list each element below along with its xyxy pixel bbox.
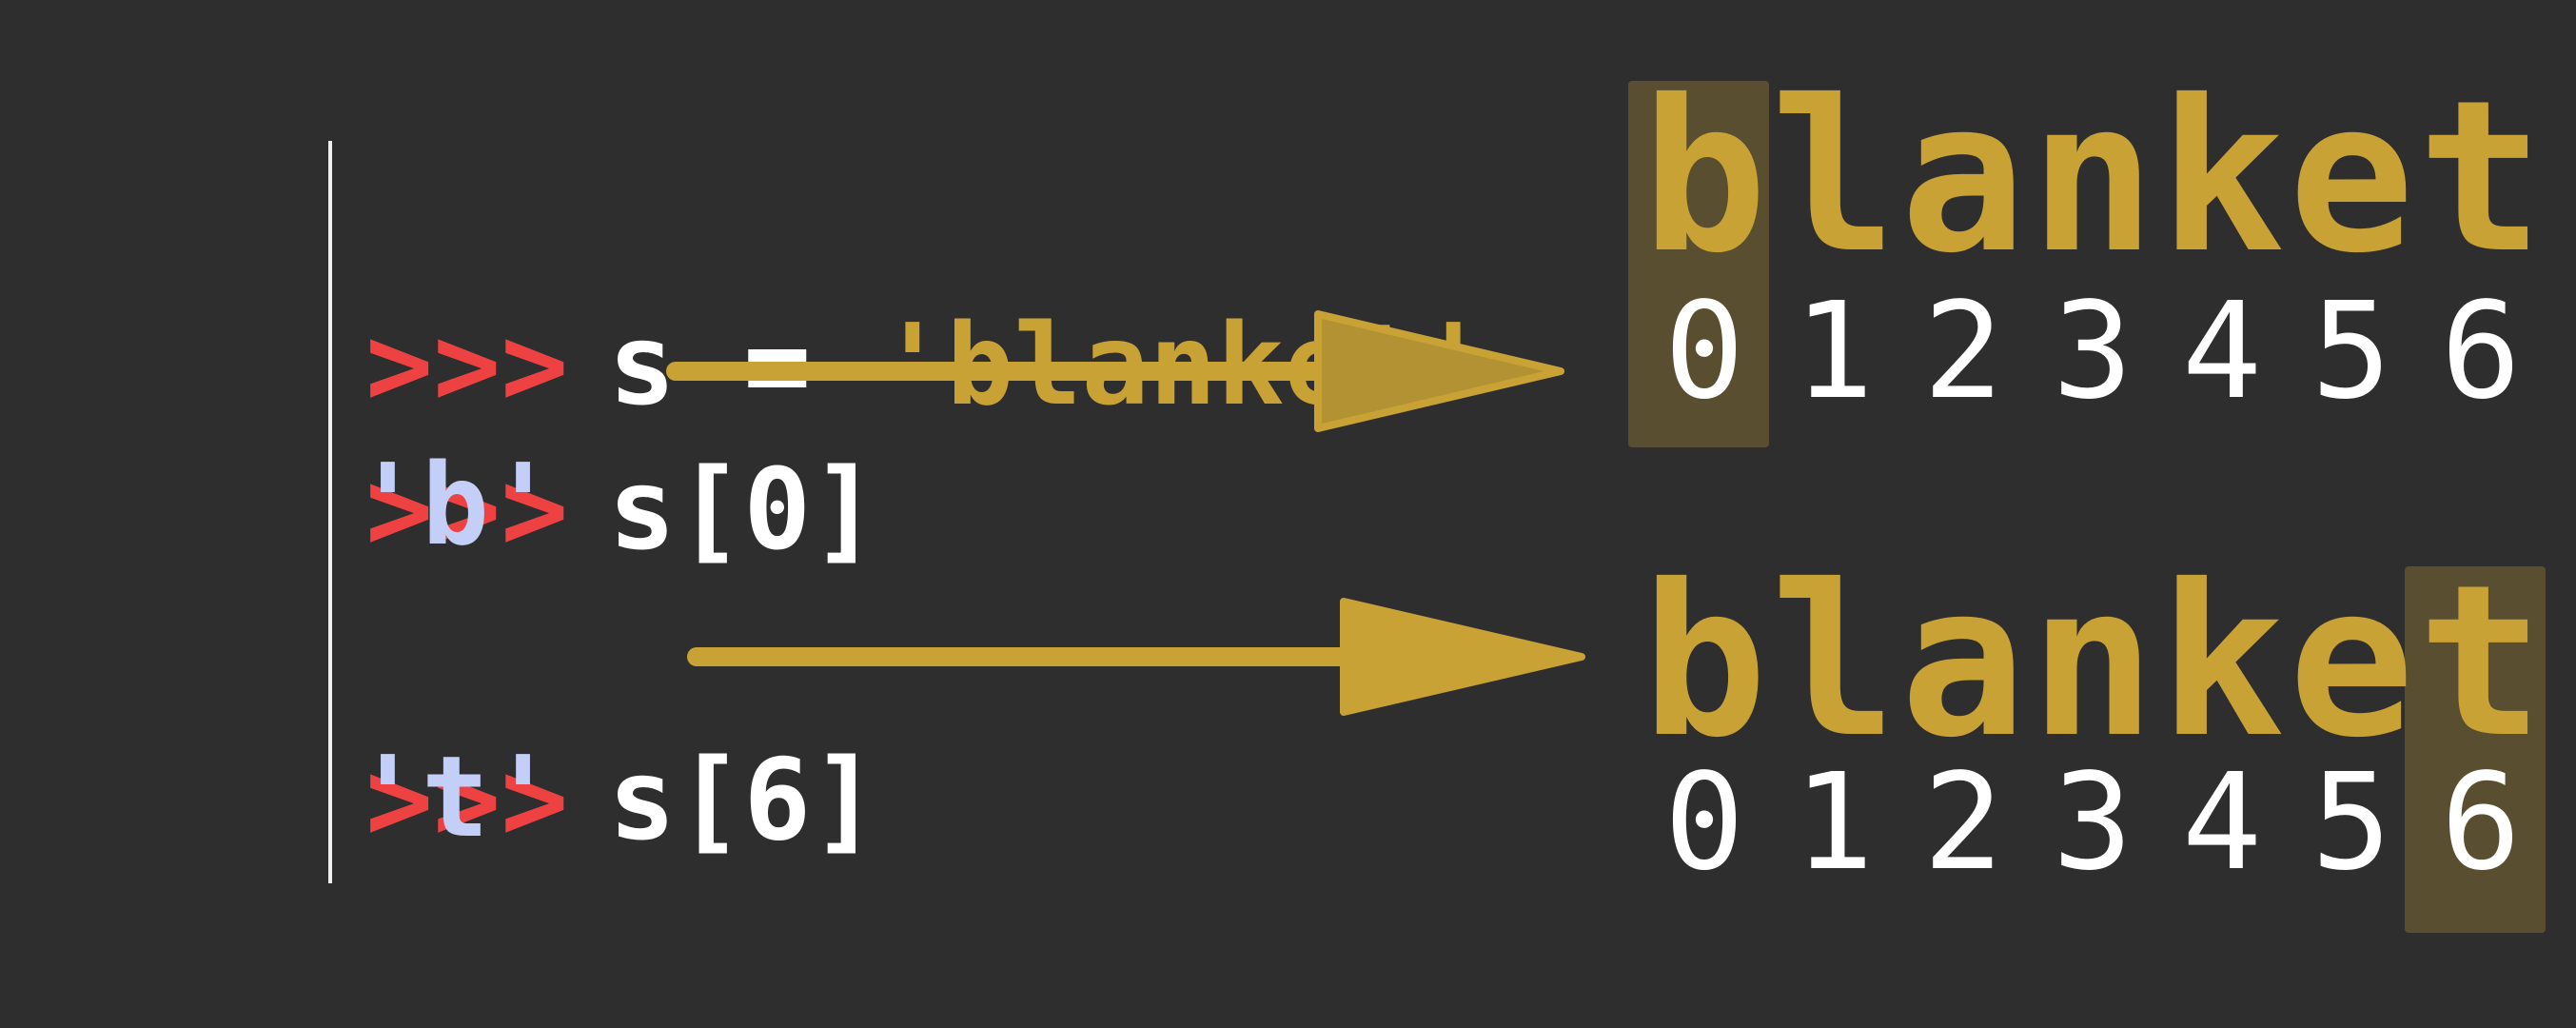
index-bottom-number-3: 3	[2052, 745, 2134, 900]
index-top-number-3: 3	[2052, 274, 2134, 429]
highlight-bottom	[2405, 566, 2546, 933]
highlight-top	[1628, 81, 1769, 447]
index-top-number-4: 4	[2181, 274, 2263, 429]
index-bottom-number-4: 4	[2181, 745, 2263, 900]
index-bottom-number-0: 0	[1663, 745, 1745, 900]
index-top-number-2: 2	[1922, 274, 2004, 429]
word-bottom-letter-3: n	[2029, 540, 2156, 783]
repl-line-index-0: >>> s[0]	[95, 295, 878, 575]
word-bottom-letter-6: t	[2417, 540, 2545, 783]
index-expression: s[0]	[608, 444, 879, 575]
prompt-marker: >>>	[365, 299, 569, 430]
word-top-letter-4: k	[2158, 55, 2286, 299]
arrow-bottom	[687, 598, 1585, 716]
index-top-number-5: 5	[2311, 274, 2392, 429]
variable-name: s	[608, 299, 677, 430]
prompt-marker: >>>	[365, 734, 569, 865]
word-top-letter-3: n	[2029, 55, 2156, 299]
index-expression: s[6]	[608, 734, 879, 865]
word-bottom-letter-0: b	[1641, 540, 1768, 783]
index-top-number-1: 1	[1793, 274, 1875, 429]
repl-line-index-6: >>> s[6]	[95, 585, 878, 865]
index-top-number-6: 6	[2440, 274, 2522, 429]
index-top-number-0: 0	[1663, 274, 1745, 429]
arrow-top	[666, 310, 1564, 432]
index-bottom-number-1: 1	[1793, 745, 1875, 900]
word-top-letter-1: l	[1770, 55, 1898, 299]
result-index-6: 't'	[354, 731, 558, 862]
prompt-divider	[328, 141, 332, 883]
word-bottom-letter-1: l	[1770, 540, 1898, 783]
word-top-letter-6: t	[2417, 55, 2545, 299]
index-bottom-number-2: 2	[1922, 745, 2004, 900]
word-bottom-letter-4: k	[2158, 540, 2286, 783]
word-bottom-letter-5: e	[2288, 540, 2415, 783]
prompt-marker: >>>	[365, 444, 569, 575]
index-bottom-number-6: 6	[2440, 745, 2522, 900]
result-index-0: 'b'	[354, 439, 558, 570]
word-top-letter-5: e	[2288, 55, 2415, 299]
word-top-letter-2: a	[1899, 55, 2027, 299]
index-bottom-number-5: 5	[2311, 745, 2392, 900]
word-bottom-letter-2: a	[1899, 540, 2027, 783]
word-top-letter-0: b	[1641, 55, 1768, 299]
